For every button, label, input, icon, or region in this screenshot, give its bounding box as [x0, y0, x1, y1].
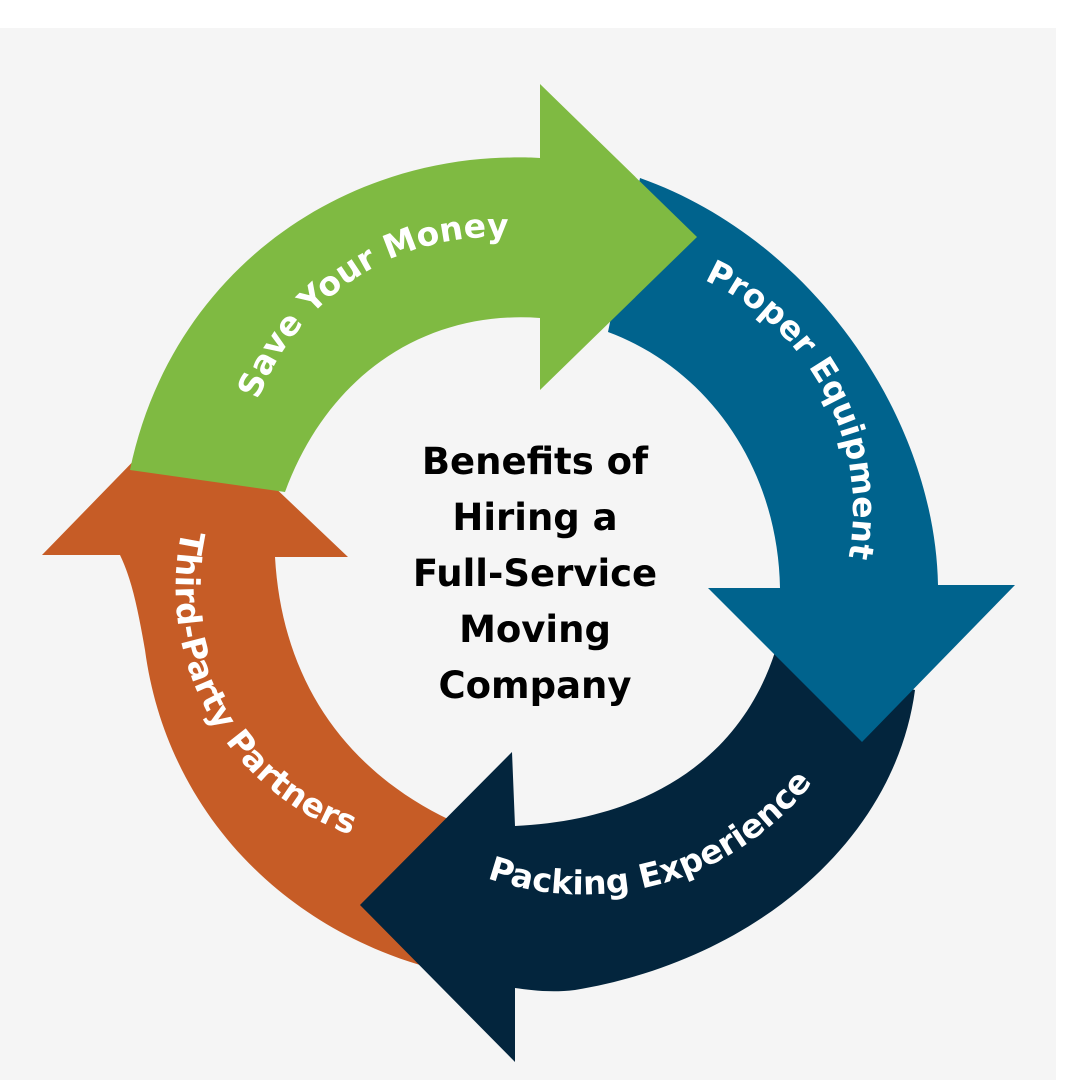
title-line: Hiring a	[452, 496, 618, 539]
title-line: Moving	[459, 608, 611, 651]
third-party-partners-arrow	[42, 405, 450, 965]
diagram-title: Benefits of Hiring a Full-Service Moving…	[380, 434, 690, 714]
packing-experience-arrow	[360, 652, 915, 1062]
proper-equipment-arrow	[608, 178, 1015, 742]
title-line: Full-Service	[412, 552, 658, 595]
title-line: Company	[438, 664, 632, 707]
save-your-money-arrow	[130, 84, 697, 492]
title-line: Benefits of	[421, 440, 649, 483]
